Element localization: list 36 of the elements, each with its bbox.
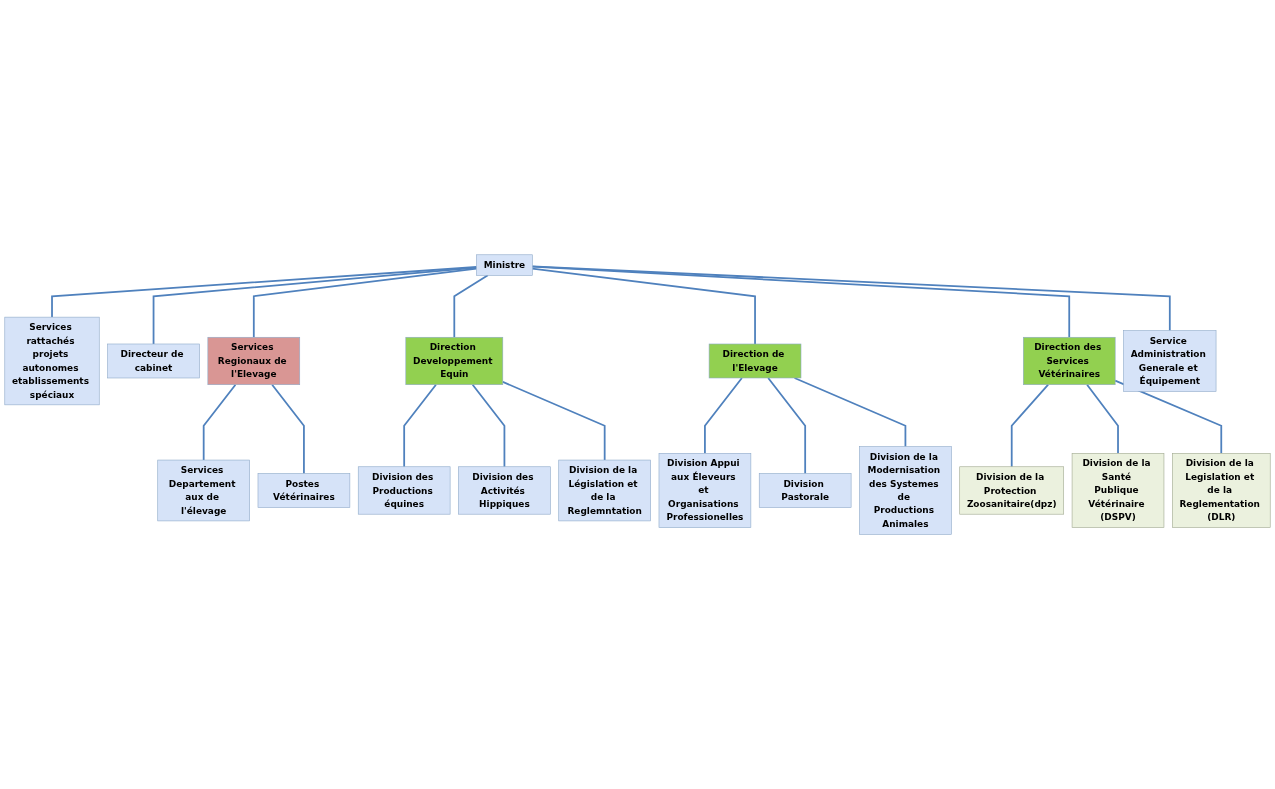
node-box: Division de la Legislation et de la Reglementation (DLR) (1172, 452, 1271, 528)
connector (403, 383, 437, 468)
connector (51, 266, 478, 318)
connector (1086, 383, 1119, 455)
node-box: Direction de l'Elevage (708, 343, 802, 379)
node-box: Direction des Services Vétérinaires (1023, 336, 1116, 385)
node-box: Postes Vétérinaires (257, 473, 351, 508)
connector (501, 380, 606, 461)
node-box: Service Administration Generale et Équipement (1123, 330, 1217, 392)
connector (1010, 383, 1050, 468)
node-box: Division de la Législation et de la Reglemntation (558, 459, 651, 522)
node-box: Services Departement aux de l'élevage (157, 459, 250, 522)
node-box: Directeur de cabinet (107, 343, 200, 379)
connector (793, 377, 907, 448)
node-box: Ministre (476, 254, 533, 276)
node-box: Division Appui aux Éleveurs et Organisations Professionelles (658, 452, 752, 528)
connector (202, 383, 237, 461)
connector (252, 267, 478, 339)
node-box: Direction Developpement Equin (405, 336, 504, 385)
node-box: Division Pastorale (758, 473, 852, 508)
node-box: Division des Activités Hippiques (458, 466, 551, 515)
node-box: Services Regionaux de l'Elevage (207, 336, 301, 385)
connector (531, 265, 1171, 332)
node-box: Division des Productions équines (357, 466, 451, 515)
connector (704, 377, 743, 455)
node-box: Division de la Modernisation des Systemes de Productions Animales (859, 446, 952, 535)
node-box: Services rattachés projets autonomes etablissements spéciaux (4, 316, 100, 406)
node-box: Division de la Santé Publique Vétérinaire (DSPV) (1071, 452, 1165, 528)
connector (471, 383, 506, 468)
connector (767, 377, 807, 475)
connector (531, 265, 1071, 339)
connector (271, 383, 305, 475)
node-box: Division de la Protection Zoosanitaire(dpz) (959, 466, 1064, 515)
connector (1114, 379, 1223, 455)
connector (152, 266, 478, 345)
connector (531, 267, 756, 345)
